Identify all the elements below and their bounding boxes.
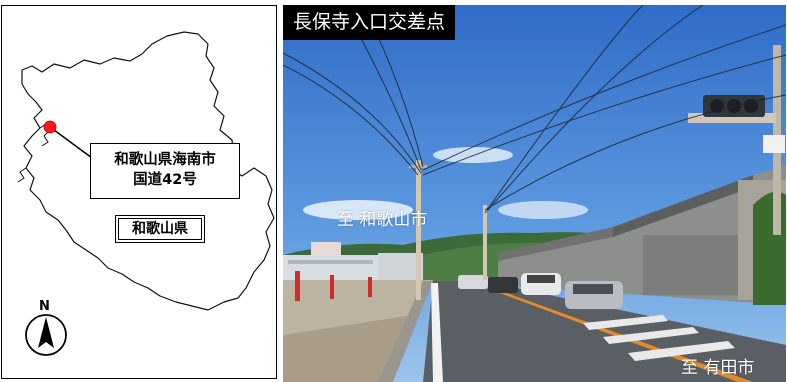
compass-icon [25,314,67,356]
prefecture-label: 和歌山県 [118,218,202,240]
map-panel: 和歌山県海南市 国道42号 和歌山県 N [1,5,277,379]
north-label: N [39,299,50,314]
location-callout: 和歌山県海南市 国道42号 [90,143,240,199]
direction-label-wakayama: 至 和歌山市 [337,210,428,230]
prefecture-label-box: 和歌山県 [115,215,205,243]
callout-route: 国道42号 [133,172,197,188]
direction-label-arida: 至 有田市 [681,358,755,378]
street-scene [283,5,786,382]
callout-city: 和歌山県海南市 [114,152,216,168]
callout-leader-line [49,126,93,159]
photo-title: 長保寺入口交差点 [283,5,456,40]
location-marker [43,120,57,134]
intersection-photo: 長保寺入口交差点 至 和歌山市 至 有田市 [283,5,786,382]
